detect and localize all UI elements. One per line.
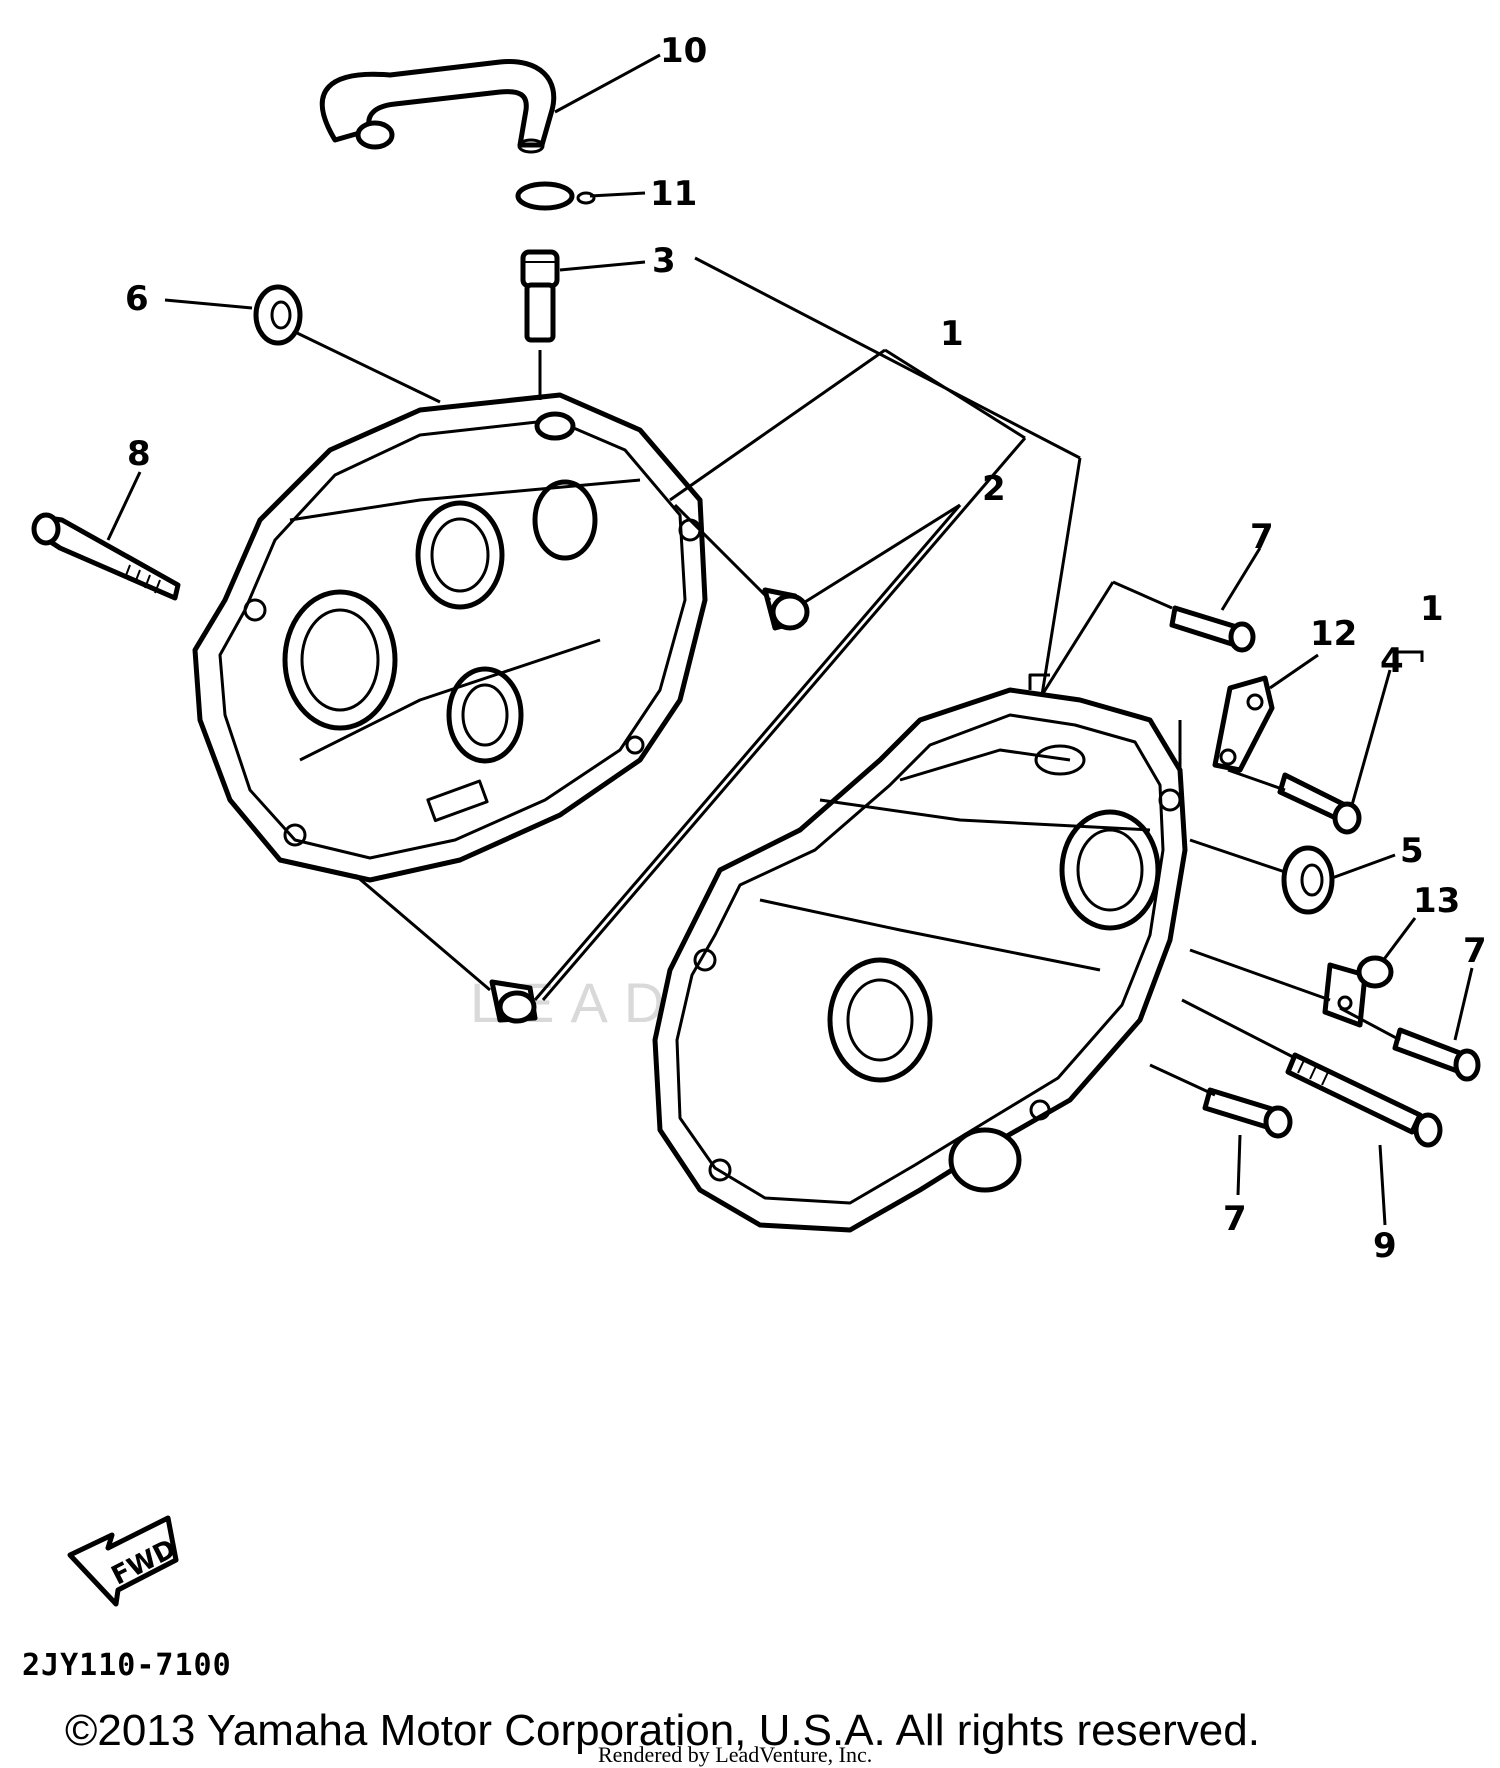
callout-7-right: 7	[1463, 931, 1487, 971]
callout-10: 10	[660, 31, 707, 71]
bolts-part-7	[1169, 605, 1481, 1139]
callout-labels: 10 11 3 6 1 8 2 7 12 1 4 5 13 7 7 9	[125, 31, 1487, 1266]
callout-1-sub: 1	[1420, 589, 1444, 629]
right-crankcase	[652, 673, 1188, 1233]
callout-4: 4	[1380, 641, 1404, 681]
oil-seal-part-6	[253, 284, 303, 346]
bolt-part-9	[1285, 1052, 1443, 1148]
callout-8: 8	[127, 434, 151, 474]
callout-1-main: 1	[940, 314, 964, 354]
left-crankcase	[192, 392, 708, 883]
copyright-notice: ©2013 Yamaha Motor Corporation, U.S.A. A…	[65, 1706, 1260, 1755]
callout-11: 11	[650, 174, 697, 214]
callout-5: 5	[1400, 831, 1424, 871]
callout-6: 6	[125, 279, 149, 319]
callout-9: 9	[1373, 1226, 1397, 1266]
callout-3: 3	[652, 241, 676, 281]
oil-seal-part-5	[1281, 845, 1335, 915]
bracket-part-12	[1212, 675, 1275, 773]
hose-clip-part-11	[515, 181, 596, 211]
bolt-part-4	[1277, 772, 1362, 835]
breather-nipple-part-3	[520, 249, 560, 343]
bolt-part-8	[31, 512, 181, 601]
leader-lines	[106, 53, 1474, 1226]
fwd-arrow: FWD	[67, 1515, 181, 1607]
plate-part-13	[1322, 955, 1394, 1028]
dowel-pins-part-2	[489, 587, 810, 1024]
callout-2: 2	[982, 469, 1006, 509]
callout-7-bottom: 7	[1223, 1199, 1247, 1239]
callout-13: 13	[1413, 881, 1460, 921]
diagram-part-code: 2JY110-7100	[22, 1648, 232, 1683]
breather-hose-part-10	[319, 59, 557, 154]
render-credit: Rendered by LeadVenture, Inc.	[598, 1742, 872, 1767]
callout-12: 12	[1310, 614, 1357, 654]
callout-7-top: 7	[1250, 517, 1274, 557]
